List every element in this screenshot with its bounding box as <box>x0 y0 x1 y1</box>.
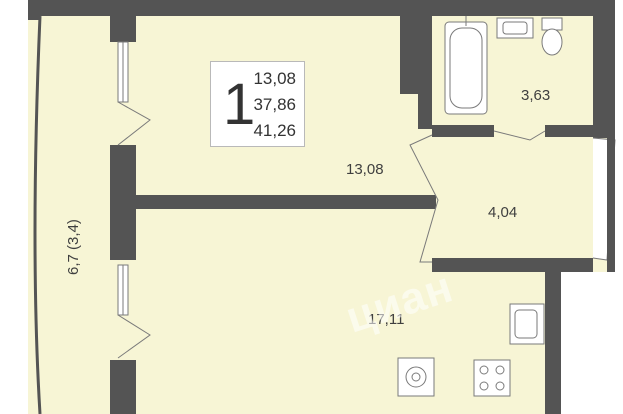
wall-window-bottom <box>110 360 136 414</box>
living-area: 13,08 <box>253 69 296 88</box>
hallway-area: 4,04 <box>488 204 518 221</box>
balcony-curved-edge <box>33 15 42 414</box>
bathroom-area: 3,63 <box>521 87 551 104</box>
wall-bathroom-bottom-right <box>545 125 593 137</box>
bathroom-door <box>493 130 546 141</box>
outside-area <box>557 272 615 414</box>
kitchen-area: 17,11 <box>368 311 405 328</box>
apartment-summary-box: 1 13,08 37,86 41,26 <box>210 61 305 147</box>
balcony-door-upper <box>117 101 151 146</box>
balcony-area: 6,7 (3,4) <box>65 219 82 275</box>
wall-entrance-side <box>557 258 593 272</box>
hallway-door-arc <box>409 134 439 263</box>
toilet-icon <box>541 17 563 31</box>
stove-icon <box>473 359 511 397</box>
wall-window-top <box>110 14 136 42</box>
balcony-floor <box>28 14 110 414</box>
wall-bathroom-left-inner <box>418 14 432 129</box>
wall-outside-edge <box>557 272 561 414</box>
washing-machine-icon <box>397 357 435 397</box>
room-count: 1 <box>223 72 256 137</box>
wall-top <box>28 0 615 16</box>
living-room-area: 13,08 <box>346 161 384 178</box>
wall-kitchen-right <box>545 258 557 414</box>
total-area: 41,26 <box>253 121 296 140</box>
wall-bathroom-bottom-left <box>432 125 494 137</box>
wall-right-upper <box>593 0 615 138</box>
living-total-area: 37,86 <box>253 95 296 114</box>
wall-window-middle <box>110 145 136 260</box>
wall-hallway-bottom <box>432 258 552 272</box>
wall-living-kitchen <box>136 195 436 209</box>
wall-balcony-corner <box>28 0 40 20</box>
balcony-door-lower <box>117 314 151 359</box>
wall-right-middle <box>607 138 615 272</box>
